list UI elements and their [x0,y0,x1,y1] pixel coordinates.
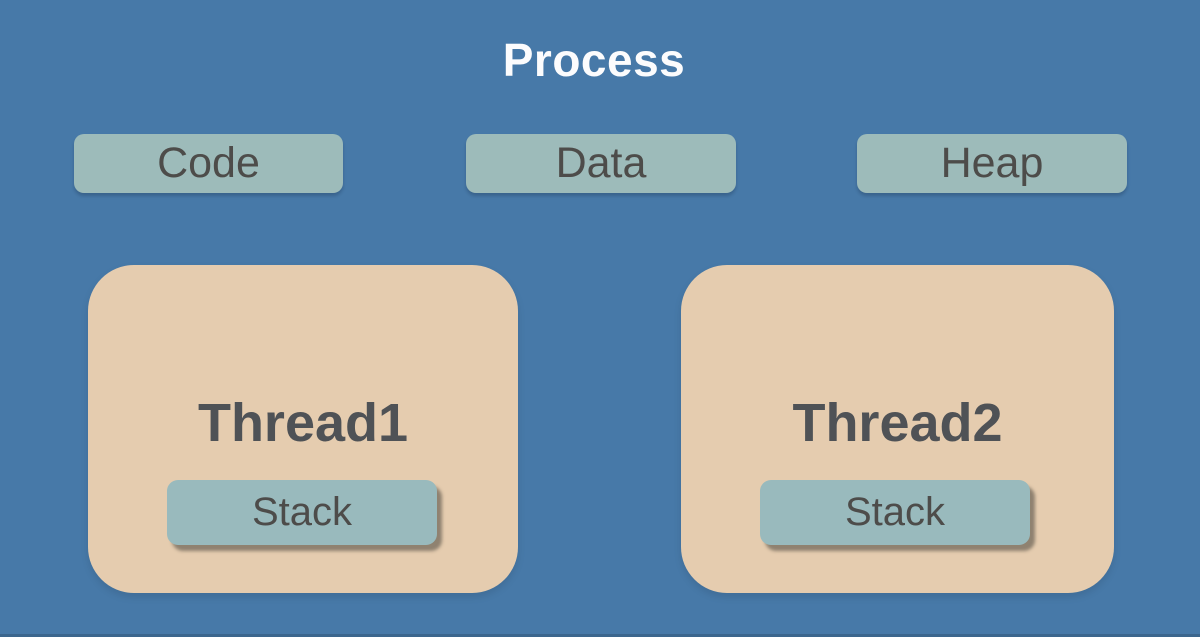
segment-label-data: Data [555,139,647,187]
segment-box-code: Code [74,134,343,193]
thread-box-2: Thread2 Stack [681,265,1114,593]
thread-name-2: Thread2 [792,393,1003,453]
thread-box-1: Thread1 Stack [88,265,518,593]
segment-box-heap: Heap [857,134,1127,193]
stack-label-thread-2: Stack [844,490,946,534]
stack-box-thread-1: Stack [167,480,437,545]
thread-name-1: Thread1 [197,393,409,453]
segment-box-data: Data [466,134,736,193]
segment-label-code: Code [157,139,260,187]
process-title: Process [502,34,686,86]
stack-box-thread-2: Stack [760,480,1030,545]
stack-label-thread-1: Stack [251,490,353,534]
segment-label-heap: Heap [940,139,1044,187]
